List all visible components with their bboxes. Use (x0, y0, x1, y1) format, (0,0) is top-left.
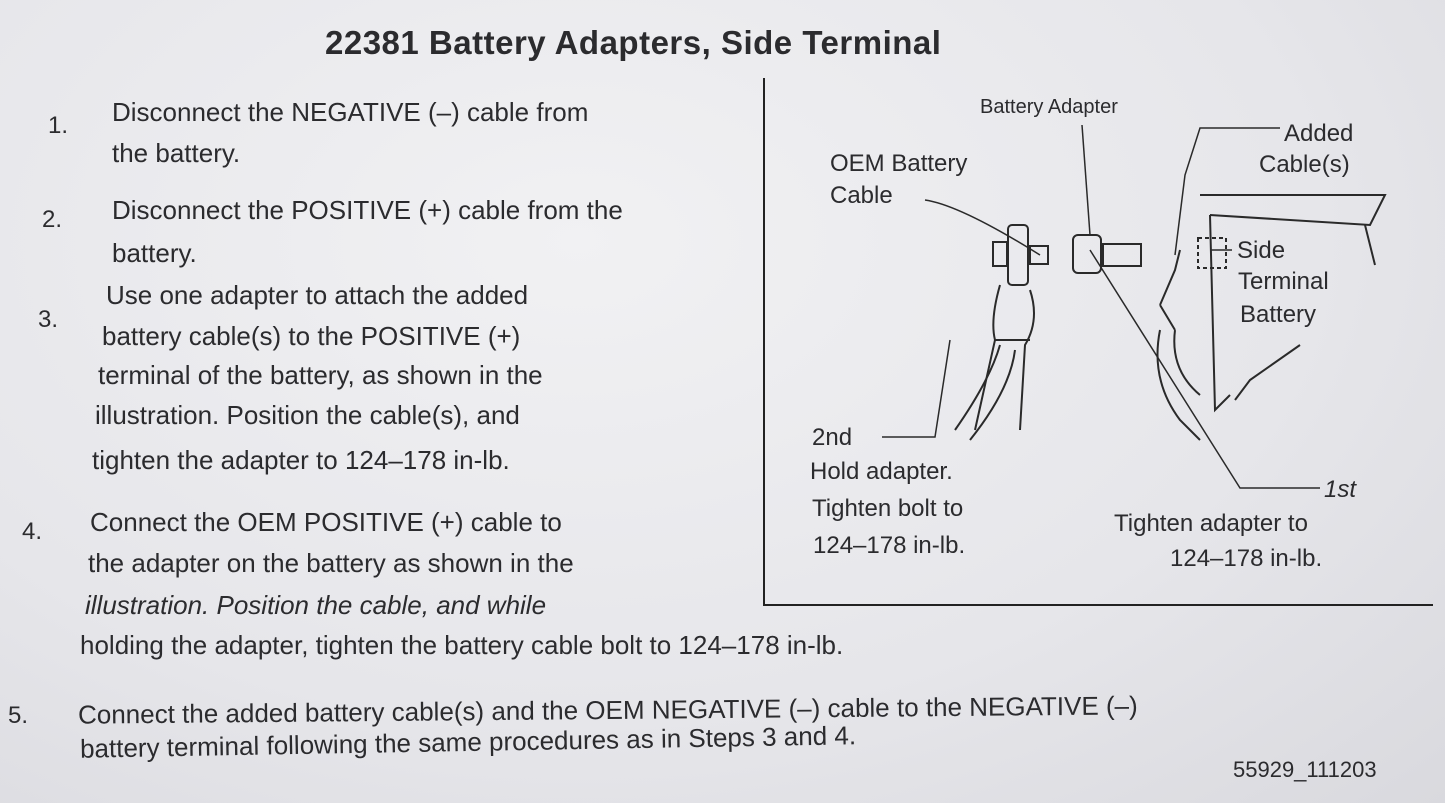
diagram-frame-left (763, 78, 765, 606)
step-3-line-5: tighten the adapter to 124–178 in-lb. (92, 445, 510, 475)
label-side-1: Side (1237, 237, 1286, 264)
label-oem-1: OEM Battery (830, 150, 968, 177)
label-added-1: Added (1284, 120, 1354, 147)
added-cable (1156, 249, 1201, 441)
oem-bolt-head (992, 241, 1008, 267)
label-battery-adapter: Battery Adapter (980, 96, 1118, 118)
leader-adapter (1081, 124, 1091, 236)
label-1st-text-2: 124–178 in-lb. (1170, 545, 1323, 572)
step-2-line-1: Disconnect the POSITIVE (+) cable from t… (112, 195, 623, 225)
oem-bolt-thread (1029, 245, 1049, 265)
label-added-2: Cable(s) (1259, 151, 1350, 178)
diagram-frame-bottom (763, 604, 1433, 606)
oem-cable-2 (954, 344, 1016, 441)
step-3-number: 3. (38, 306, 59, 333)
document-code: 55929_111203 (1233, 757, 1377, 782)
leader-2nd (882, 339, 951, 438)
step-2-line-2: battery. (112, 238, 197, 268)
step-3-line-1: Use one adapter to attach the added (106, 280, 529, 310)
oem-terminal-clamp (1007, 224, 1029, 286)
label-side-3: Battery (1240, 301, 1317, 328)
step-5-number: 5. (8, 702, 29, 729)
step-3-line-2: battery cable(s) to the POSITIVE (+) (102, 321, 521, 351)
label-1st-text-1: Tighten adapter to (1114, 510, 1308, 537)
adapter-nut (1072, 234, 1102, 274)
leader-added (1174, 127, 1280, 256)
step-1-line-1: Disconnect the NEGATIVE (–) cable from (112, 97, 589, 127)
step-3-line-4: illustration. Position the cable(s), and (95, 400, 520, 430)
label-2nd-text-2: Tighten bolt to (812, 495, 964, 522)
step-4-number: 4. (22, 518, 43, 545)
step-3-line-3: terminal of the battery, as shown in the (98, 360, 543, 390)
label-1st: 1st (1324, 476, 1357, 503)
oem-cable (974, 284, 1035, 431)
label-side-2: Terminal (1238, 268, 1329, 295)
step-1-number: 1. (48, 112, 69, 139)
leader-1st (1089, 249, 1320, 489)
side-terminal (1197, 237, 1227, 269)
label-2nd-text-3: 124–178 in-lb. (813, 532, 966, 559)
step-4-line-3: illustration. Position the cable, and wh… (85, 590, 547, 620)
label-2nd-text-1: Hold adapter. (810, 458, 953, 485)
adapter-thread (1102, 243, 1142, 267)
label-2nd: 2nd (812, 424, 853, 451)
step-1-line-2: the battery. (112, 138, 241, 168)
label-oem-2: Cable (830, 182, 893, 209)
leader-oem (924, 199, 1041, 256)
battery-outline (1200, 194, 1387, 413)
step-4-line-1: Connect the OEM POSITIVE (+) cable to (90, 507, 562, 537)
page-title: 22381 Battery Adapters, Side Terminal (325, 24, 942, 61)
step-2-number: 2. (42, 206, 63, 233)
step-4-line-4: holding the adapter, tighten the battery… (80, 630, 844, 660)
step-4-line-2: the adapter on the battery as shown in t… (88, 548, 574, 578)
